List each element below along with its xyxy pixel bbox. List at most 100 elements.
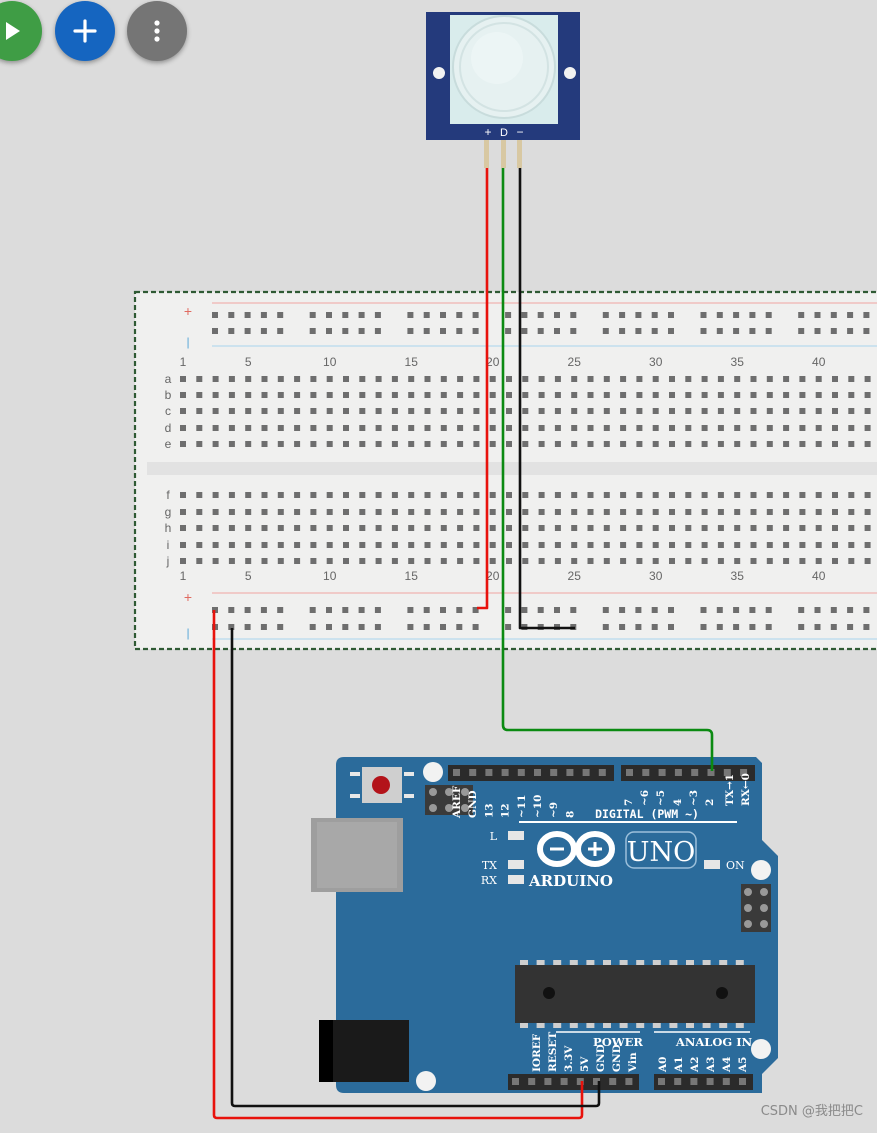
row-letter: e: [165, 437, 172, 451]
breadboard-holes: [180, 312, 871, 630]
led-rx: [508, 875, 524, 884]
column-number: 20: [486, 355, 500, 369]
pin-label: A1: [673, 1057, 685, 1073]
pin-label: 7: [623, 799, 635, 806]
digital-pwm-label: DIGITAL (PWM ~): [595, 807, 699, 821]
power-title: POWER: [593, 1035, 643, 1049]
more-options-button[interactable]: [127, 1, 187, 61]
row-letter: c: [165, 404, 171, 418]
column-number: 10: [323, 355, 337, 369]
pin-label: A5: [737, 1057, 749, 1073]
analog-header: [654, 1074, 753, 1090]
pir-pin-vcc: [484, 140, 489, 168]
row-letter: a: [165, 372, 172, 386]
pin-label: A2: [689, 1057, 701, 1073]
pin-label: GND: [595, 1044, 607, 1072]
pin-label: 4: [672, 799, 684, 806]
column-number: 25: [568, 355, 582, 369]
breadboard[interactable]: + | + | 11551010151520202525303035354040…: [133, 290, 877, 651]
pin-label: ~11: [516, 795, 528, 818]
play-icon: [6, 22, 20, 40]
column-number: 1: [180, 355, 187, 369]
wires[interactable]: [212, 168, 714, 1120]
pin-label: 5V: [579, 1056, 591, 1072]
pir-mount-hole-right: [564, 67, 576, 79]
pin-label: A4: [721, 1057, 733, 1073]
pin-label: ~9: [548, 802, 560, 818]
pin-label: IOREF: [531, 1033, 543, 1072]
analog-title: ANALOG IN: [675, 1035, 753, 1049]
row-letter: j: [166, 554, 170, 568]
pin-label: RESET: [547, 1032, 559, 1072]
column-number: 30: [649, 569, 663, 583]
led-rx-label: RX: [481, 874, 497, 887]
pir-pin-label: D: [500, 127, 508, 139]
pin-label: AREF: [451, 785, 463, 819]
arduino-uno-board[interactable]: DIGITAL (PWM ~) AREF GND 13 12 ~11 ~10 ~9 8 7 ~6 ~…: [311, 757, 778, 1093]
power-pin-labels: IOREF RESET 3.3V 5V GND GND Vin: [531, 1032, 639, 1073]
pin-label: ~10: [532, 795, 544, 818]
column-number: 40: [812, 569, 826, 583]
rail-plus-label: +: [184, 303, 192, 319]
atmega-chip: [515, 965, 755, 1023]
pin-label: 3.3V: [563, 1045, 575, 1072]
column-number: 15: [405, 569, 419, 583]
watermark: CSDN @我把把C: [760, 1104, 863, 1119]
pir-pin-gnd: [517, 140, 522, 168]
pin-label: RX←0: [740, 773, 752, 806]
pir-pin-label: +: [484, 125, 491, 139]
pin-label: ~3: [688, 790, 700, 806]
column-number: 1: [180, 569, 187, 583]
row-letter: d: [165, 421, 172, 435]
wire-sensor-signal: [501, 168, 714, 771]
wire-5v-to-rail: [212, 610, 584, 1120]
row-letter: h: [165, 521, 172, 535]
led-tx-label: TX: [482, 859, 497, 872]
dc-power-jack: [319, 1020, 409, 1082]
pin-label: Vin: [627, 1052, 639, 1073]
column-number: 35: [731, 355, 745, 369]
pir-pin-data: [501, 140, 506, 168]
pin-label: GND: [611, 1044, 623, 1072]
led-l: [508, 831, 524, 840]
row-letter: i: [167, 538, 170, 552]
led-on-label: ON: [726, 859, 745, 872]
led-l-label: L: [490, 830, 498, 843]
rail-plus-label: +: [184, 589, 192, 605]
mount-hole: [423, 762, 443, 782]
pin-label: A0: [657, 1057, 669, 1073]
pin-label: 13: [483, 803, 495, 818]
column-number: 5: [245, 569, 252, 583]
column-number: 35: [731, 569, 745, 583]
column-number: 25: [568, 569, 582, 583]
run-simulation-button[interactable]: [0, 1, 42, 61]
arduino-model: UNO: [627, 837, 696, 868]
pin-label: A3: [705, 1057, 717, 1073]
mount-hole: [416, 1071, 436, 1091]
rail-minus-label: |: [186, 626, 189, 640]
column-number: 10: [323, 569, 337, 583]
column-number: 20: [486, 569, 500, 583]
column-number: 30: [649, 355, 663, 369]
row-letter: f: [166, 488, 170, 502]
column-number: 5: [245, 355, 252, 369]
pin-label: 12: [500, 803, 512, 818]
wire-sensor-gnd: [518, 168, 575, 630]
row-letter: g: [165, 505, 172, 519]
pin-label: 8: [564, 811, 576, 818]
column-number: 40: [812, 355, 826, 369]
pin-label: ~6: [639, 790, 651, 806]
pin-label: 2: [704, 799, 716, 806]
add-component-button[interactable]: [55, 1, 115, 61]
wire-gnd-to-rail: [230, 628, 601, 1108]
pir-motion-sensor[interactable]: + D −: [426, 12, 580, 168]
digital-header-right: [621, 765, 755, 781]
more-vertical-icon: [154, 20, 160, 42]
power-header: [508, 1074, 639, 1090]
wire-sensor-vcc: [477, 168, 489, 610]
pin-label: TX→1: [724, 774, 736, 806]
led-tx: [508, 860, 524, 869]
